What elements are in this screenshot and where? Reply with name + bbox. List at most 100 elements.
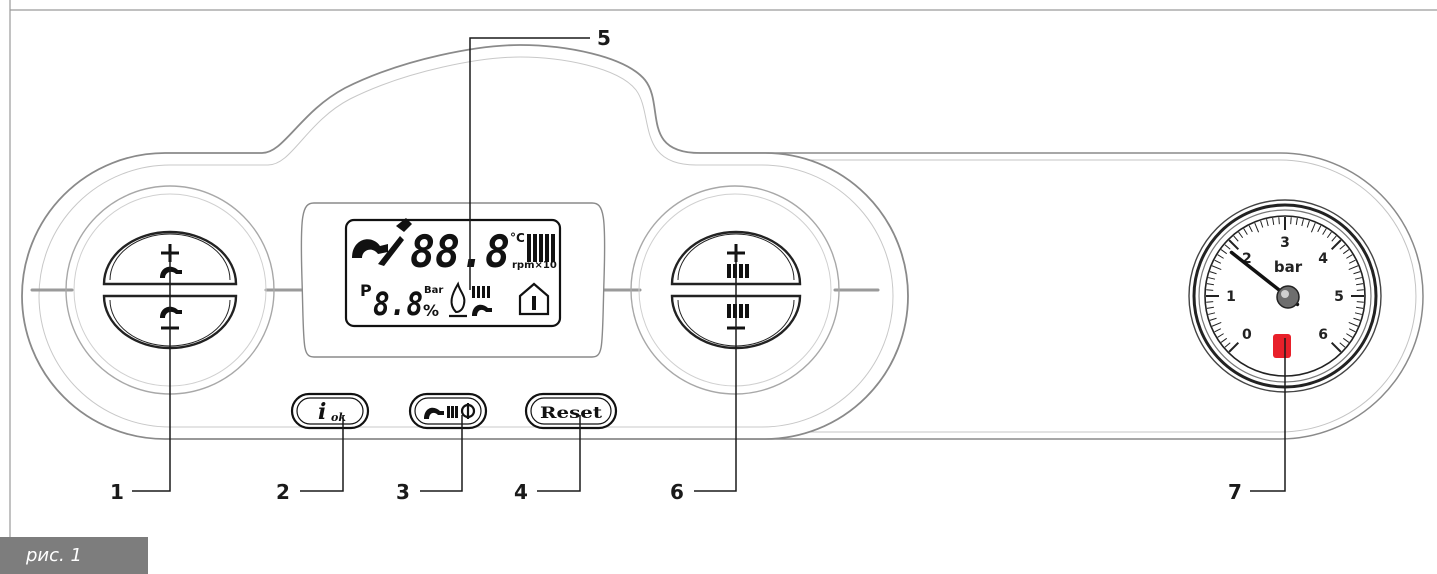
- chimney-sweep-icon: [378, 236, 404, 266]
- radiator-icon: [727, 264, 749, 278]
- gauge-tick: [1243, 228, 1248, 235]
- house-icon: [518, 282, 550, 316]
- gauge-tick: [1356, 283, 1364, 286]
- radiator-icon: [472, 286, 490, 298]
- gauge-tick: [1217, 333, 1224, 338]
- lcd-temperature-unit: °C: [510, 231, 525, 245]
- gauge-tick: [1224, 342, 1231, 348]
- gauge-tick: [1330, 341, 1342, 353]
- gauge-tick: [1206, 289, 1214, 291]
- gauge-tick: [1220, 337, 1228, 343]
- tap-icon: [160, 266, 182, 278]
- gauge-tick: [1331, 235, 1337, 242]
- callout-3: 3: [396, 480, 410, 504]
- lcd-screen: [344, 218, 562, 328]
- gauge-tick: [1353, 317, 1361, 321]
- gauge-tick: [1317, 225, 1322, 233]
- reset-button[interactable]: Reset: [524, 392, 618, 430]
- callout-2: 2: [276, 480, 290, 504]
- gauge-tick: [1278, 217, 1280, 225]
- lcd-bar-label: Bar: [424, 285, 443, 296]
- radiator-icon: [527, 234, 555, 262]
- gauge-tick: [1228, 239, 1240, 251]
- gauge-scale-label: 5: [1334, 289, 1344, 305]
- gauge-tick: [1206, 301, 1214, 303]
- gauge-tick: [1346, 254, 1353, 259]
- gauge-tick: [1348, 321, 1359, 327]
- figure-caption: рис. 1: [0, 537, 148, 574]
- gauge-tick: [1348, 259, 1356, 264]
- gauge-tick: [1306, 220, 1310, 228]
- info-button-i: i: [318, 399, 326, 425]
- gauge-tick: [1295, 217, 1298, 225]
- gauge-tick: [1354, 277, 1362, 280]
- gauge-tick: [1260, 220, 1264, 228]
- gauge-tick: [1217, 254, 1224, 259]
- callout-lines: [132, 37, 1286, 492]
- gauge-tick: [1208, 277, 1216, 280]
- gauge-tick: [1238, 231, 1244, 239]
- pressure-gauge: 0 1 2 3 4 5 6 bar: [1188, 199, 1382, 393]
- gauge-scale-label: 1: [1226, 289, 1236, 305]
- gauge-tick: [1356, 289, 1364, 291]
- reset-button-label: Reset: [540, 403, 603, 422]
- power-icon: [460, 403, 476, 419]
- panel-main-inner: [38, 56, 894, 428]
- gauge-tick: [1211, 265, 1222, 271]
- gauge-tick: [1233, 235, 1239, 242]
- gauge-tick: [1272, 217, 1275, 225]
- gauge-tick: [1346, 333, 1353, 338]
- gauge-scale-label: 0: [1242, 327, 1252, 343]
- gauge-tick: [1326, 231, 1332, 239]
- frame-border: [9, 0, 1437, 537]
- house-thermometer: [532, 296, 536, 310]
- gauge-tick: [1354, 312, 1362, 315]
- ok-button-label: ok: [331, 411, 346, 424]
- gauge-scale-label: 2: [1242, 251, 1252, 267]
- gauge-tick: [1208, 312, 1216, 315]
- gauge-tick: [1206, 306, 1214, 309]
- gauge-tick: [1220, 249, 1228, 255]
- gauge-tick: [1330, 239, 1342, 251]
- callout-4: 4: [514, 480, 528, 504]
- tap-icon: [160, 306, 182, 318]
- tap-icon: [472, 304, 492, 316]
- tap-icon: [352, 239, 388, 258]
- gauge-tick: [1356, 301, 1364, 303]
- gauge-tick: [1348, 265, 1359, 271]
- flame-icon: [450, 281, 466, 314]
- gauge-tick-marks: [1206, 217, 1364, 353]
- gauge-red-indicator: [1273, 334, 1291, 358]
- gauge-tick: [1342, 249, 1350, 255]
- gauge-tick: [1342, 337, 1350, 343]
- callout-5: 5: [597, 26, 611, 50]
- lcd-temperature-digits: 88.8: [410, 227, 510, 278]
- lcd-display: 88.8 °C rpm×10 P 8.8 Bar %: [300, 202, 606, 358]
- callout-6: 6: [670, 480, 684, 504]
- gauge-tick: [1301, 219, 1304, 227]
- callout-1: 1: [110, 480, 124, 504]
- gauge-scale-label: 6: [1318, 327, 1328, 343]
- gauge-tick: [1348, 328, 1356, 333]
- gauge-tick: [1290, 217, 1292, 225]
- mode-button[interactable]: [408, 392, 488, 430]
- radiator-icon: [727, 304, 749, 318]
- lcd-percent-label: %: [423, 301, 439, 320]
- gauge-tick: [1310, 222, 1316, 233]
- gauge-tick: [1214, 259, 1222, 264]
- lcd-rpm-label: rpm×10: [512, 260, 557, 271]
- gauge-scale-label: 4: [1318, 251, 1328, 267]
- gauge-tick: [1224, 244, 1231, 250]
- lcd-p-label: P: [360, 281, 372, 300]
- chimney-sweep-icon: [396, 218, 412, 232]
- gauge-tick: [1211, 321, 1222, 327]
- gauge-tick: [1322, 228, 1327, 235]
- gauge-unit-label: bar: [1274, 258, 1303, 276]
- gauge-tick: [1209, 271, 1217, 275]
- gauge-tick: [1228, 341, 1240, 353]
- gauge-scale-label: 3: [1280, 235, 1290, 251]
- gauge-tick: [1209, 317, 1217, 321]
- info-ok-button[interactable]: i ok: [290, 392, 370, 430]
- panel-right-inner: [690, 159, 1417, 433]
